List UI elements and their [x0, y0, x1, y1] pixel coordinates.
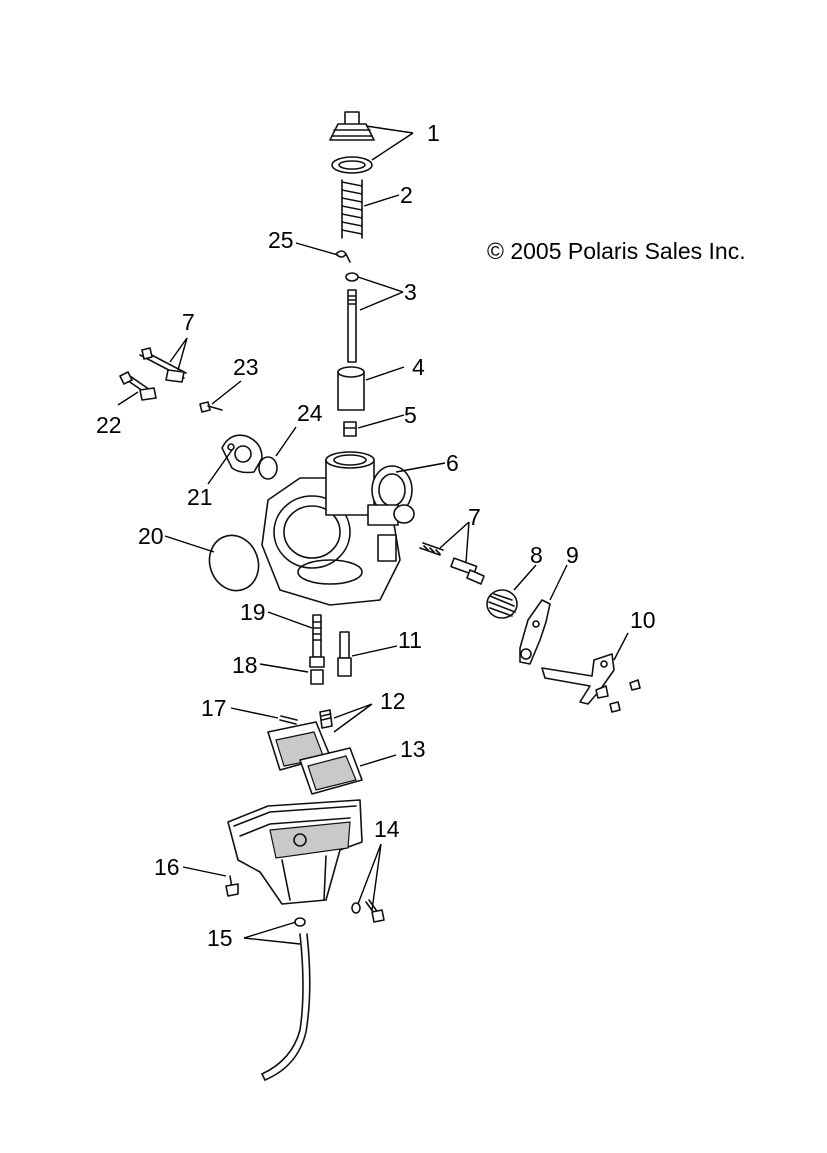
part-bracket-10 [541, 653, 641, 713]
part-screw-22 [119, 371, 157, 401]
callout-4: 4 [412, 354, 425, 380]
callout-16: 16 [154, 854, 180, 880]
callout-19: 19 [240, 599, 266, 625]
callout-21: 21 [187, 484, 213, 510]
callout-25: 25 [268, 227, 294, 253]
part-cover-plate [221, 434, 263, 474]
leader-lines [117, 125, 629, 945]
callout-7-left: 7 [182, 309, 195, 335]
part-float-pin [279, 715, 298, 725]
callout-9: 9 [566, 542, 579, 568]
part-clip [335, 250, 351, 263]
part-screw-23 [199, 401, 223, 413]
callout-13: 13 [400, 736, 426, 762]
part-float-valve [319, 709, 333, 729]
part-drain-hose [261, 917, 311, 1081]
callout-7-right: 7 [468, 504, 481, 530]
part-bowl-gasket [208, 534, 260, 592]
callout-22: 22 [96, 412, 122, 438]
part-pilot-jet [309, 614, 325, 668]
part-drain-screw [351, 899, 385, 923]
callout-15: 15 [207, 925, 233, 951]
part-throttle-valve [337, 366, 365, 411]
copyright-notice: © 2005 Polaris Sales Inc. [487, 238, 746, 264]
callout-14: 14 [374, 816, 400, 842]
callout-17: 17 [201, 695, 227, 721]
callout-5: 5 [404, 402, 417, 428]
part-idle-screw [419, 542, 485, 585]
callout-10: 10 [630, 607, 656, 633]
callout-20: 20 [138, 523, 164, 549]
callout-23: 23 [233, 354, 259, 380]
part-lever-9 [519, 599, 551, 665]
part-spring-8 [486, 589, 518, 619]
part-jet-11 [337, 631, 352, 677]
part-needle-jet [343, 421, 357, 437]
part-float-bowl [227, 799, 363, 905]
callout-6: 6 [446, 450, 459, 476]
part-jet-needle [345, 272, 359, 363]
callout-3: 3 [404, 279, 417, 305]
part-float [267, 721, 363, 795]
callout-8: 8 [530, 542, 543, 568]
part-top-cap [329, 111, 375, 174]
part-main-jet [310, 669, 324, 685]
part-throttle-spring [341, 179, 363, 239]
callout-2: 2 [400, 182, 413, 208]
callout-1: 1 [427, 120, 440, 146]
callout-labels: 1 2 3 4 5 6 7 7 8 9 10 11 12 13 14 15 16… [96, 120, 656, 951]
part-bowl-screw [225, 875, 239, 897]
callout-11: 11 [398, 627, 422, 653]
callout-24: 24 [297, 400, 323, 426]
part-o-ring [258, 456, 278, 480]
callout-12: 12 [380, 688, 406, 714]
callout-18: 18 [232, 652, 258, 678]
part-carburetor-body [261, 451, 415, 606]
